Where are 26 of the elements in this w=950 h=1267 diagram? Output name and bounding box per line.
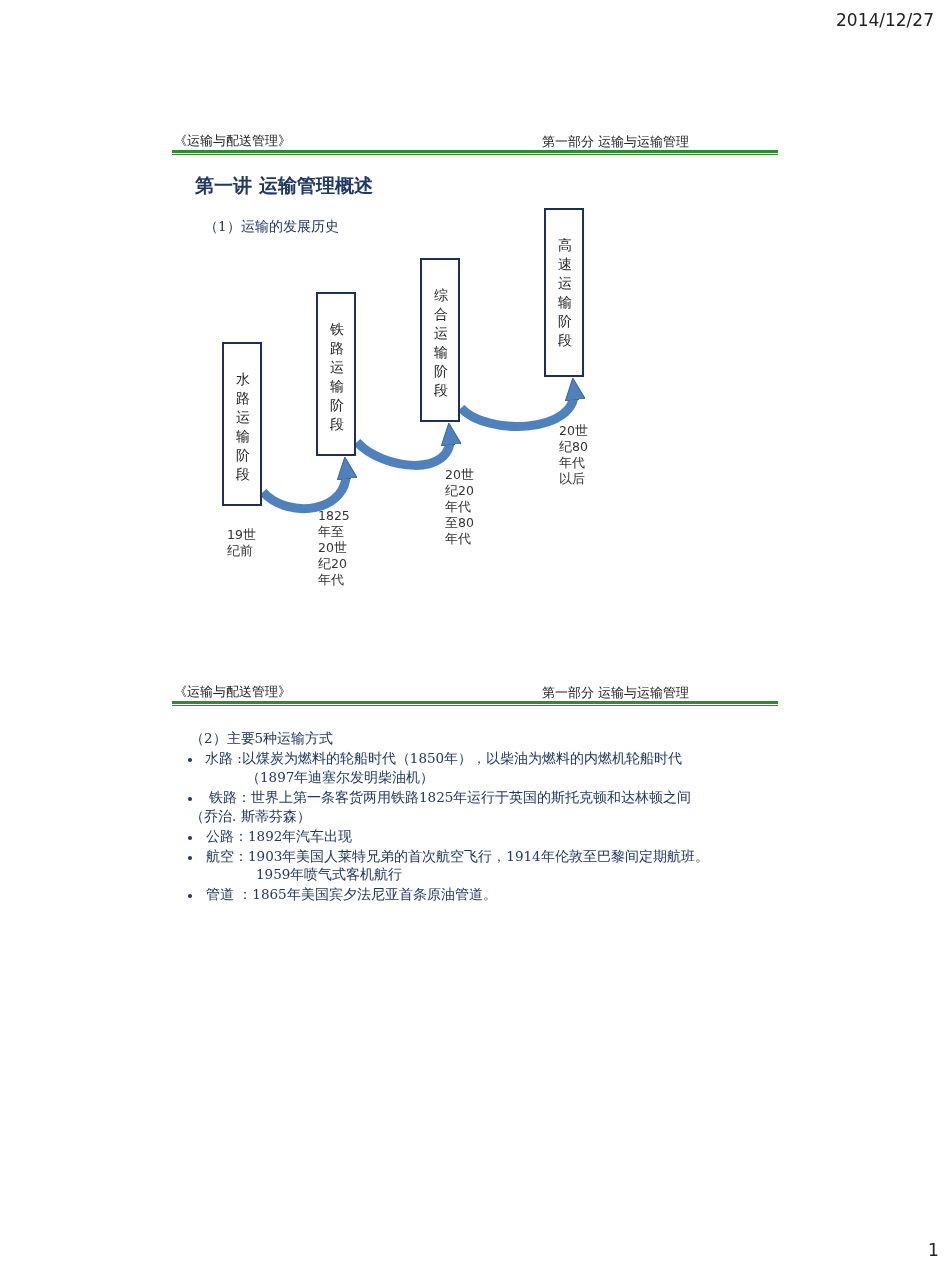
stage-label: 水路运输阶段 [236, 370, 251, 484]
page-number: 1 [928, 1240, 939, 1260]
stage-label: 铁路运输阶段 [330, 320, 345, 434]
subheading-text: （2）主要5种运输方式 [190, 730, 334, 748]
title-text: 第一讲 运输管理概述 [195, 173, 373, 198]
header-text: 《运输与配送管理》 [174, 683, 291, 701]
list-text: 管道 ：1865年美国宾夕法尼亚首条原油管道。 [206, 886, 497, 904]
period-text: 20世纪20年代至80年代 [445, 467, 475, 547]
header-text: 第一部分 运输与运输管理 [542, 133, 690, 151]
period-text: 1825年至20世纪20年代 [318, 508, 351, 588]
stage-box [316, 292, 356, 456]
subheading-text: （1）运输的发展历史 [204, 218, 339, 236]
list-text: （乔治. 斯蒂芬森） [190, 808, 311, 826]
header-text: 第一部分 运输与运输管理 [542, 684, 690, 702]
list-text: 1959年喷气式客机航行 [256, 866, 403, 884]
period-text: 19世纪前 [227, 527, 257, 559]
list-text: 航空：1903年美国人莱特兄弟的首次航空飞行，1914年伦敦至巴黎间定期航班。 [206, 848, 709, 866]
list-text: （1897年迪塞尔发明柴油机） [246, 769, 435, 787]
header-text: 《运输与配送管理》 [174, 132, 291, 150]
list-text: 铁路：世界上第一条客货两用铁路1825年运行于英国的斯托克顿和达林顿之间 [209, 789, 692, 807]
date-text: 2014/12/27 [836, 10, 934, 30]
period-text: 20世纪80年代以后 [559, 423, 589, 487]
stage-label: 综合运输阶段 [434, 286, 449, 400]
stage-label: 高速运输阶段 [558, 236, 573, 350]
list-text: 公路：1892年汽车出现 [206, 828, 353, 846]
list-text: 水路 :以煤炭为燃料的轮船时代（1850年），以柴油为燃料的内燃机轮船时代 [205, 750, 683, 768]
